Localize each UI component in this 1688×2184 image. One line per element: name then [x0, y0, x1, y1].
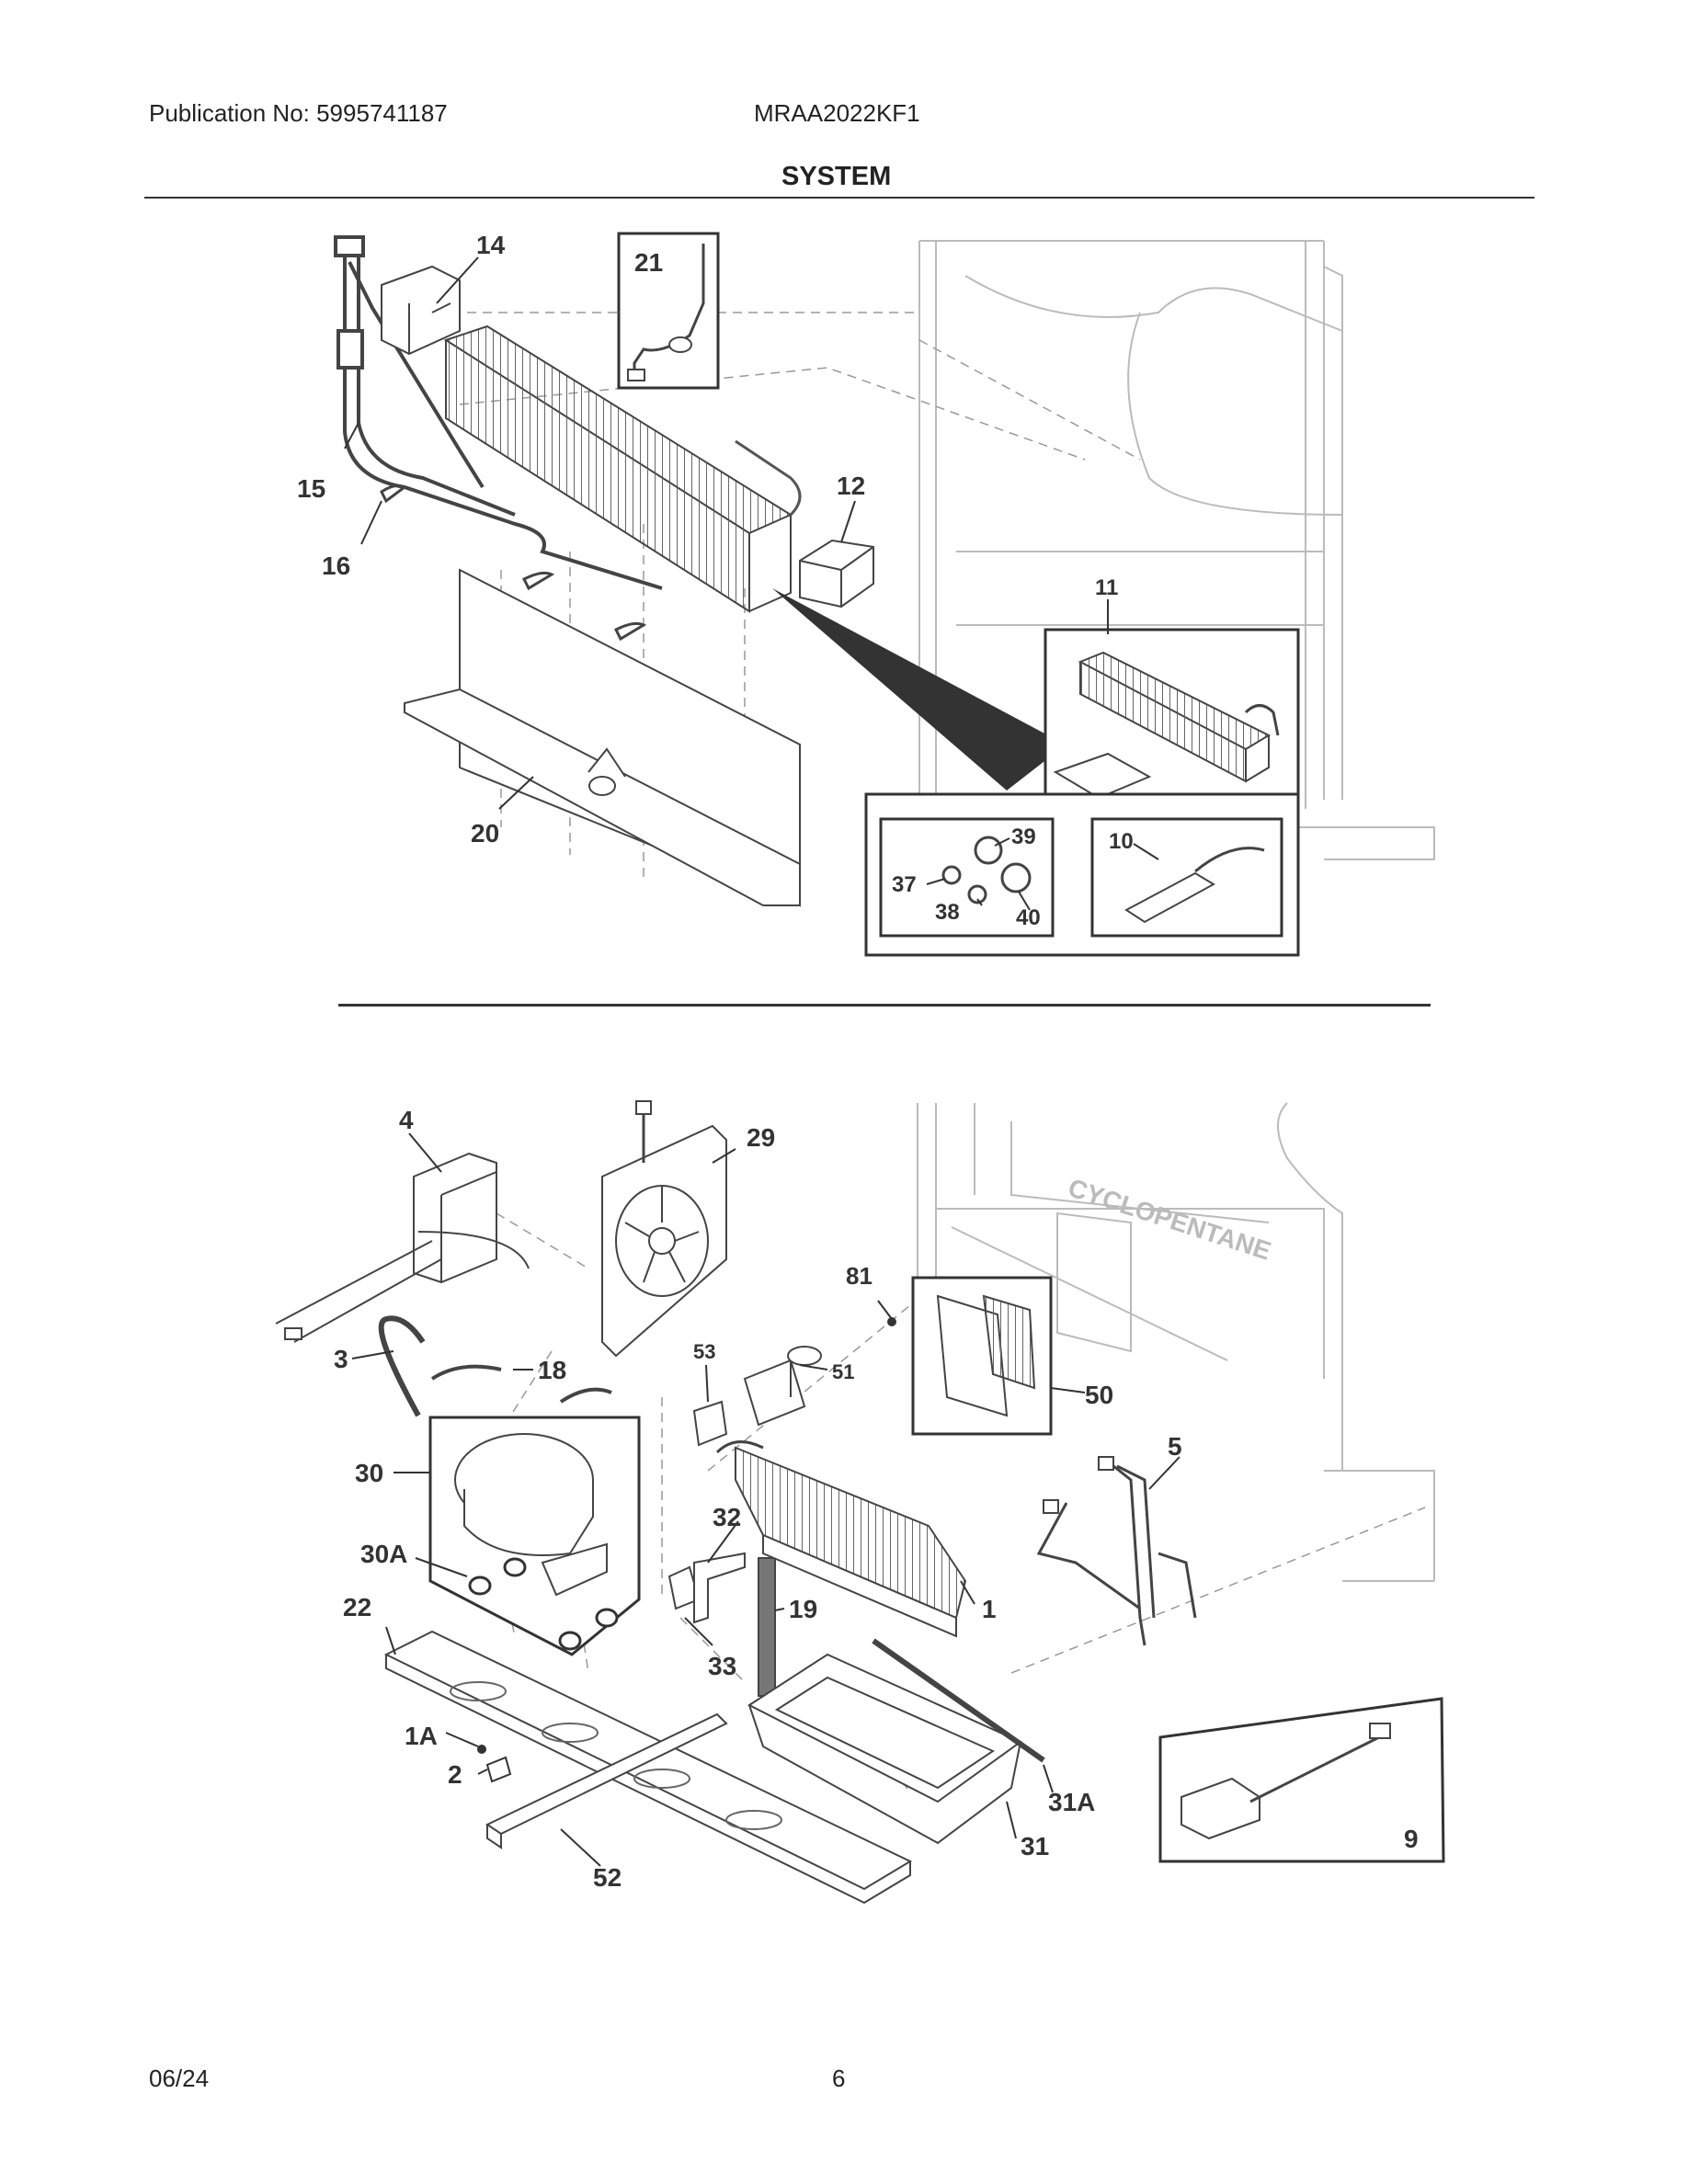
callout-53: 53	[693, 1340, 715, 1363]
callout-18: 18	[538, 1356, 566, 1384]
cabinet-outline-upper	[918, 240, 1435, 860]
inset-11	[1044, 628, 1300, 815]
callout-12: 12	[837, 472, 865, 500]
callout-37: 37	[892, 872, 917, 897]
callout-20: 20	[471, 819, 499, 847]
part-9-inset	[1158, 1697, 1445, 1863]
section-title: SYSTEM	[781, 162, 892, 191]
callout-2: 2	[448, 1760, 462, 1789]
clips-16	[380, 483, 647, 642]
part-50-control-board-inset	[911, 1276, 1053, 1436]
drain-trough	[404, 568, 801, 907]
part-31-drain-pan	[747, 1653, 1022, 1845]
part-53-bracket	[692, 1400, 728, 1447]
part-1A-2-fasteners	[477, 1745, 512, 1783]
cabinet-outline-lower	[917, 1102, 1435, 1582]
callout-51: 51	[832, 1360, 854, 1383]
part-5-harness	[1036, 1456, 1197, 1646]
part-3-tube	[378, 1315, 426, 1417]
inset-21	[617, 232, 720, 390]
callout-52: 52	[593, 1863, 622, 1892]
callout-15: 15	[297, 474, 325, 503]
footer-page: 6	[832, 2065, 846, 2092]
callout-10: 10	[1109, 829, 1134, 854]
part-32-33-brackets	[667, 1552, 746, 1624]
inset-kits	[864, 792, 1300, 957]
part-52-rail	[485, 1712, 728, 1849]
callout-30: 30	[355, 1459, 383, 1487]
part-51-valve	[743, 1346, 822, 1427]
part-1-condenser	[715, 1440, 967, 1638]
part-18-clips	[430, 1364, 612, 1404]
section-divider	[338, 1004, 1431, 1007]
callout-1: 1	[982, 1595, 997, 1623]
callout-9: 9	[1404, 1825, 1419, 1853]
callout-14: 14	[476, 231, 506, 259]
part-4-enclosure	[275, 1152, 530, 1343]
callout-40: 40	[1016, 905, 1041, 930]
part-19-spring	[758, 1557, 776, 1697]
callout-33: 33	[708, 1652, 736, 1680]
publication-number: Publication No: 5995741187	[149, 99, 448, 127]
callout-31A: 31A	[1048, 1788, 1095, 1816]
callout-39: 39	[1011, 825, 1036, 849]
callout-32: 32	[713, 1503, 741, 1531]
callout-22: 22	[343, 1593, 371, 1621]
callout-38: 38	[935, 900, 960, 925]
callout-16: 16	[322, 552, 350, 580]
callout-4: 4	[399, 1106, 414, 1134]
callout-30A: 30A	[360, 1540, 407, 1568]
header-divider	[144, 197, 1534, 199]
callout-29: 29	[747, 1123, 775, 1152]
callout-81: 81	[846, 1262, 873, 1290]
callout-31: 31	[1021, 1832, 1049, 1860]
footer-date: 06/24	[149, 2065, 210, 2092]
callout-1A: 1A	[405, 1722, 438, 1750]
part-31A-strip	[872, 1638, 1045, 1763]
evaporator	[443, 324, 802, 613]
callout-3: 3	[334, 1345, 348, 1373]
leader-lines	[344, 256, 1180, 1867]
part-29-fan	[601, 1100, 727, 1358]
detail-pointer	[772, 588, 1048, 791]
callout-50: 50	[1085, 1381, 1113, 1409]
part-81-screw	[877, 1300, 896, 1326]
model-number: MRAA2022KF1	[754, 99, 920, 127]
callout-19: 19	[789, 1595, 817, 1623]
callout-11: 11	[1095, 575, 1118, 600]
callout-5: 5	[1168, 1432, 1182, 1461]
part-30-compressor-inset	[428, 1416, 641, 1656]
housing-12	[799, 539, 874, 609]
callout-21: 21	[634, 248, 663, 277]
bracket-14	[381, 265, 461, 356]
